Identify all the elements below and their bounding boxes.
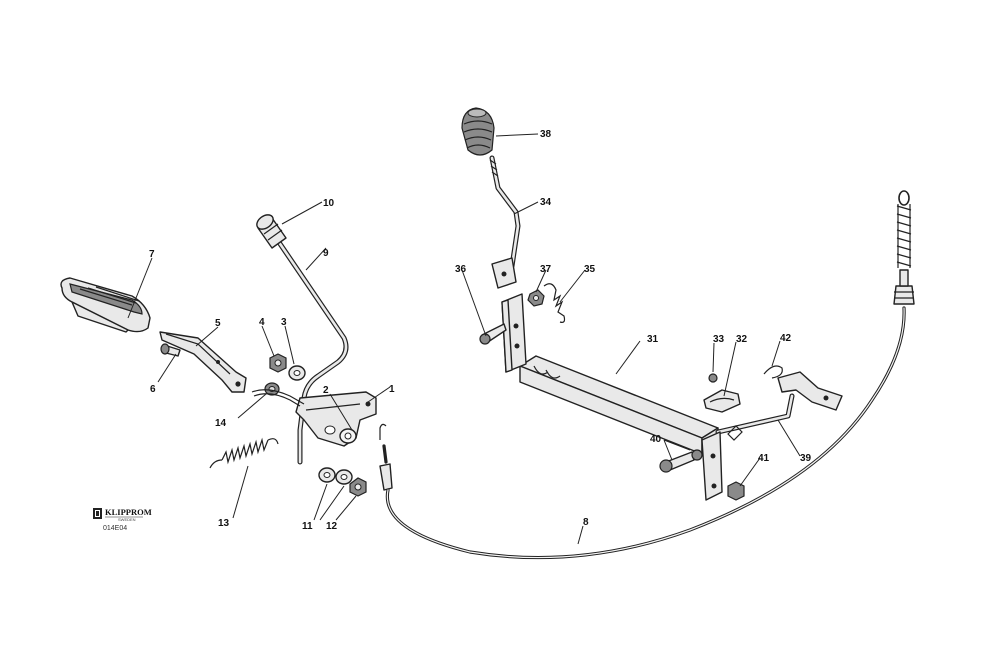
- callout-8: 8: [583, 517, 589, 528]
- spring-clip-part-35: [543, 283, 566, 323]
- callout-5: 5: [215, 318, 221, 329]
- bracket-part-1: [295, 391, 377, 447]
- nut-part-12: [349, 477, 367, 497]
- bolt-part-40: [659, 449, 703, 473]
- link-rod-part-39: [715, 393, 795, 441]
- clamp-part-32: [703, 389, 741, 413]
- callout-32: 32: [736, 334, 748, 345]
- brand-name: KLIPPROM: [105, 507, 152, 517]
- callout-31: 31: [647, 334, 659, 345]
- callout-6: 6: [150, 384, 156, 395]
- callout-42: 42: [780, 333, 792, 344]
- callout-41: 41: [758, 453, 770, 464]
- callout-7: 7: [149, 249, 155, 260]
- washer-part-11b: [335, 469, 353, 485]
- link-rod: [251, 389, 305, 407]
- shift-knob-part-38: [461, 107, 495, 156]
- lever-bracket: [501, 293, 527, 373]
- washer-part-3: [288, 365, 306, 381]
- bracket-part-42: [763, 365, 843, 411]
- shift-lever-part-34: [489, 155, 521, 289]
- callout-10: 10: [323, 198, 335, 209]
- bolt-part-6: [160, 343, 181, 357]
- callout-39: 39: [800, 453, 812, 464]
- callout-14: 14: [215, 418, 227, 429]
- spring-part-13: [209, 437, 279, 469]
- callout-1: 1: [389, 384, 395, 395]
- leader-lines: [127, 133, 801, 545]
- shaft-arm: [701, 431, 723, 501]
- callout-36: 36: [455, 264, 467, 275]
- callout-11: 11: [302, 521, 313, 532]
- callout-9: 9: [323, 248, 329, 259]
- callout-33: 33: [713, 334, 725, 345]
- control-cable-part-8: [379, 190, 915, 560]
- callout-2: 2: [323, 385, 329, 396]
- callout-35: 35: [584, 264, 596, 275]
- callout-12: 12: [326, 521, 338, 532]
- callout-4: 4: [259, 317, 265, 328]
- pin-part-33: [708, 373, 718, 383]
- callout-3: 3: [281, 317, 287, 328]
- drawing-code: 014E04: [103, 525, 127, 532]
- pedal-arm-part-5: [159, 331, 247, 393]
- washer-part-11a: [318, 467, 336, 483]
- callout-labels: 1 2 3 4 5 6 7 8 9 10 11 12 13 14 31 32 3…: [149, 129, 812, 532]
- nut-part-37: [527, 289, 545, 307]
- pedal-pad-part-7: [60, 277, 151, 333]
- bolt-part-36: [479, 323, 507, 345]
- callout-34: 34: [540, 197, 552, 208]
- callout-38: 38: [540, 129, 552, 140]
- callout-40: 40: [650, 434, 662, 445]
- lever-rod-part-9: [269, 229, 349, 465]
- lever-knob-part-10: [256, 214, 287, 249]
- nut-part-4: [269, 353, 287, 373]
- nut-part-41: [727, 481, 745, 501]
- callout-37: 37: [540, 264, 552, 275]
- callout-13: 13: [218, 518, 230, 529]
- brand-subline: SWEDEN: [118, 517, 136, 522]
- brand-logo: KLIPPROM SWEDEN: [93, 507, 152, 522]
